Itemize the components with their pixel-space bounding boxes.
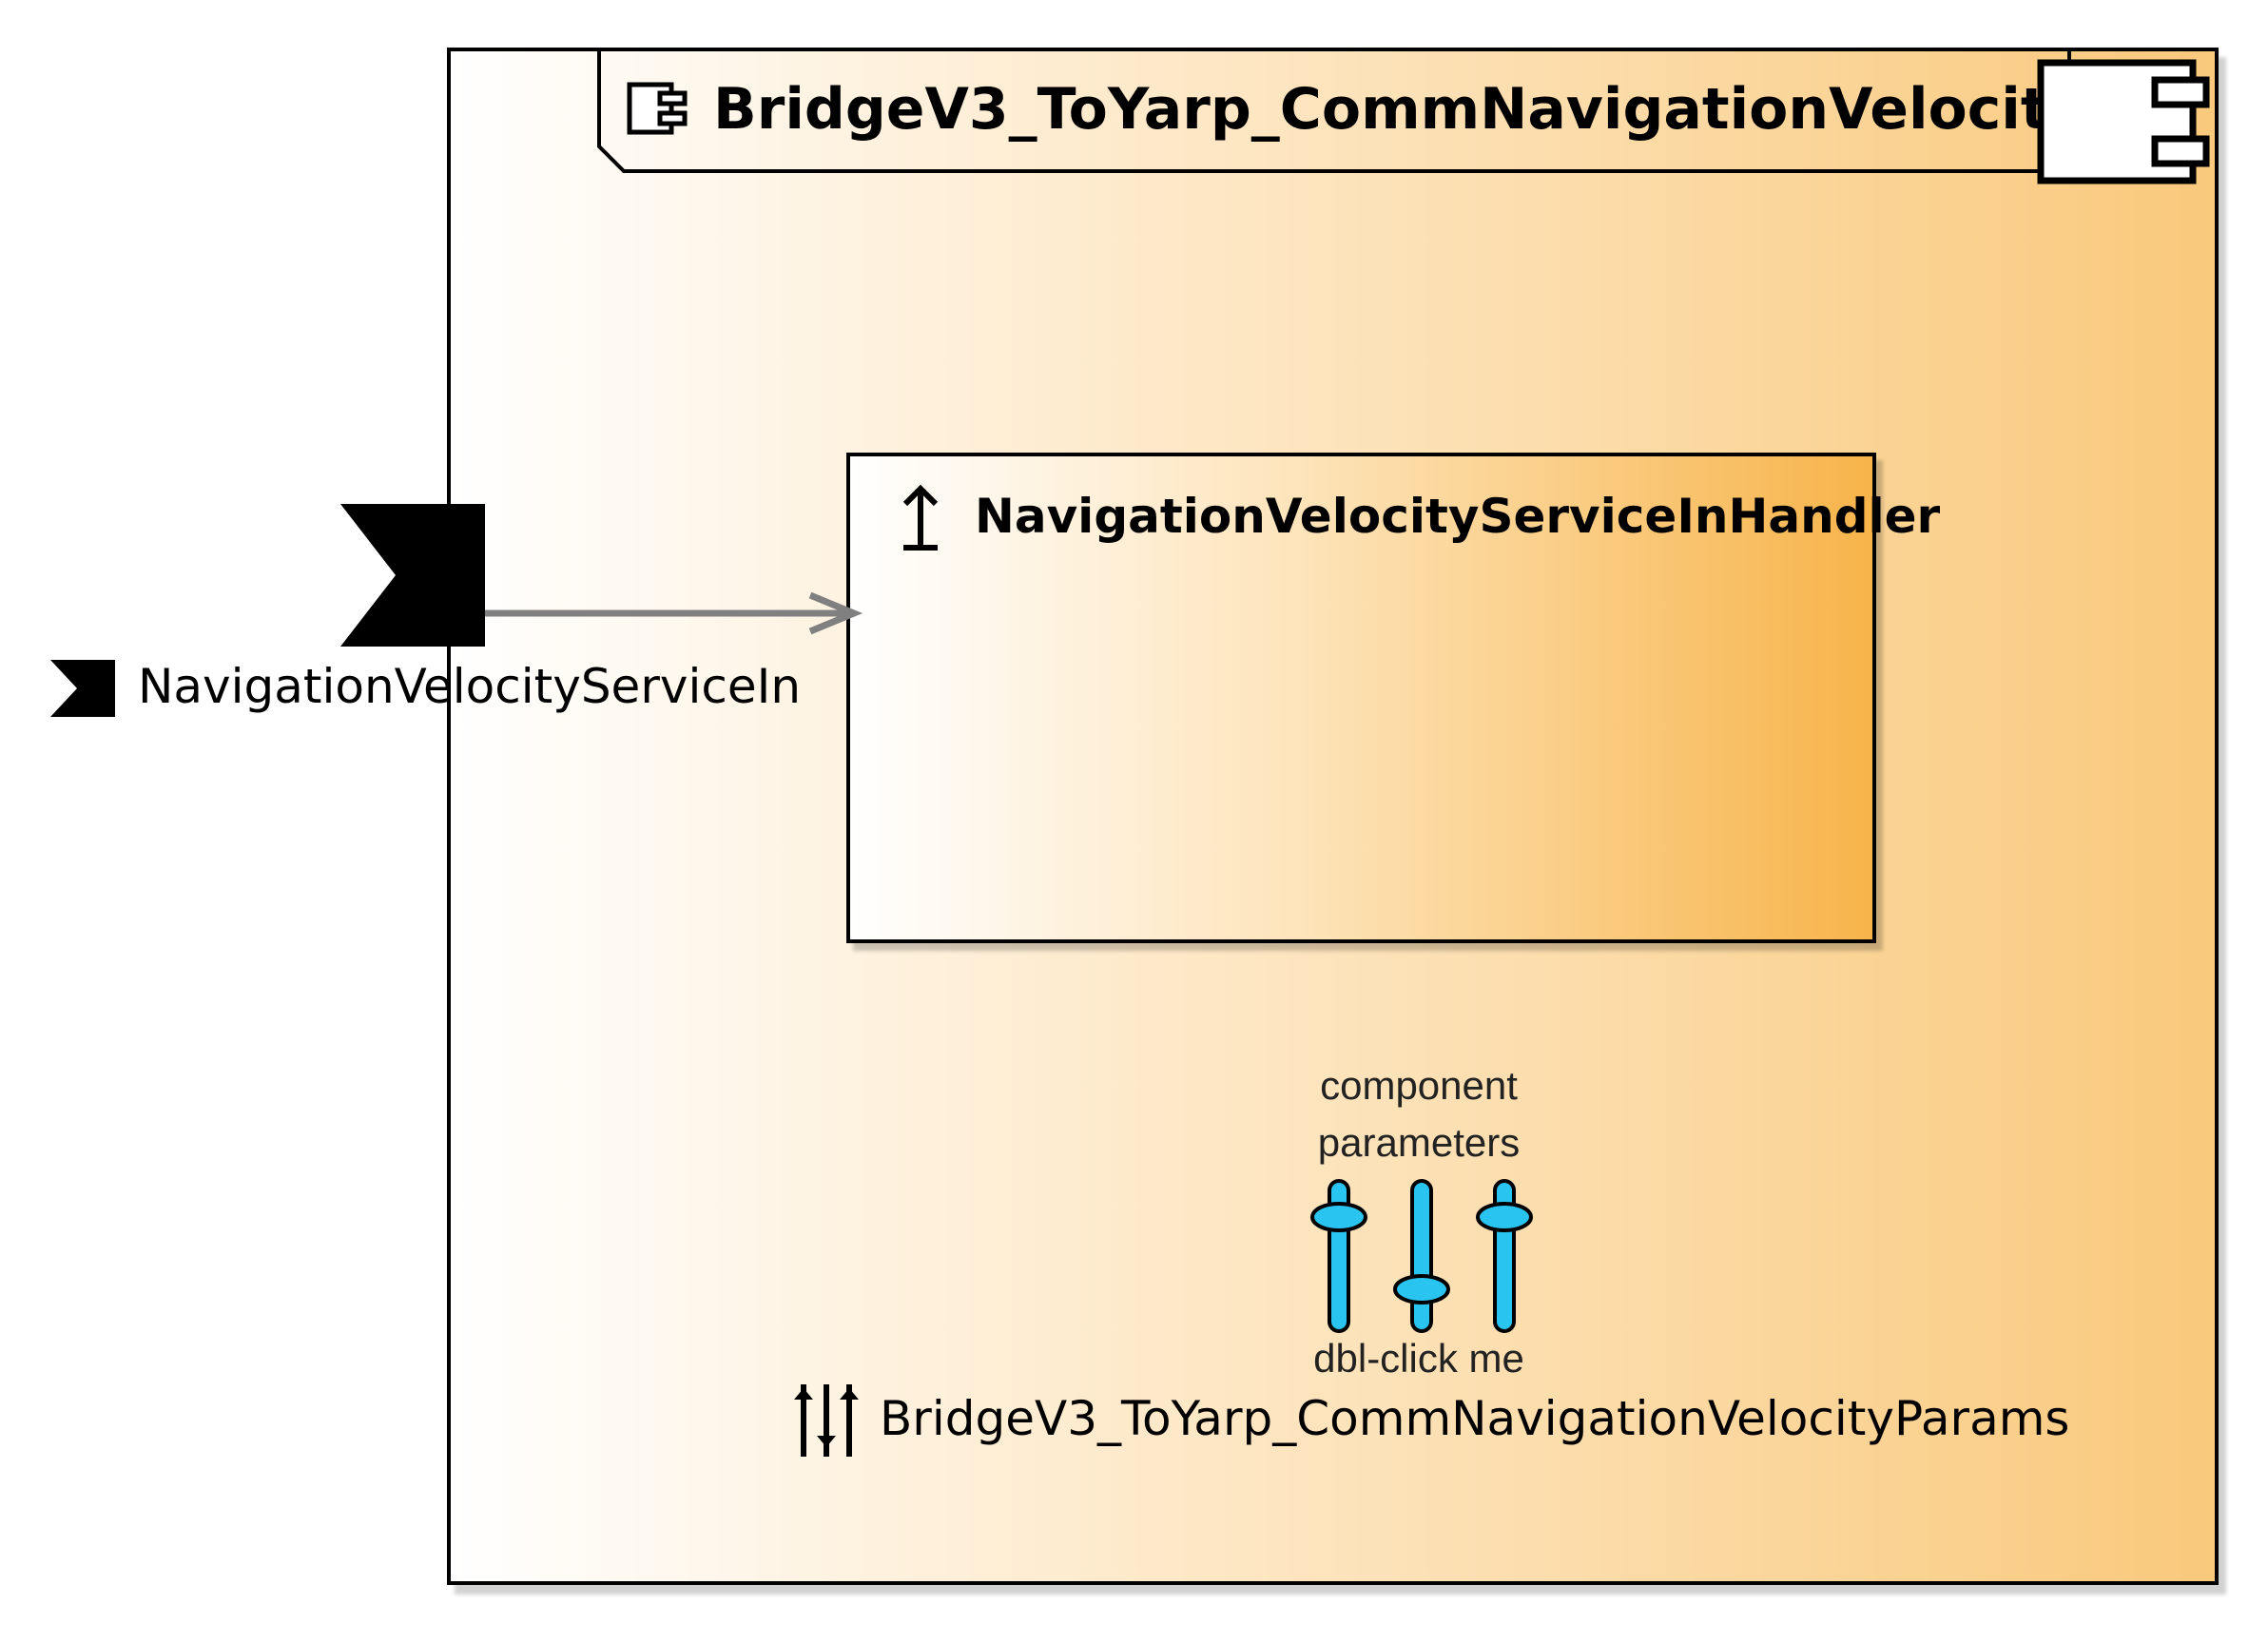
parameters-label: BridgeV3_ToYarp_CommNavigationVelocityPa… — [880, 1391, 2070, 1446]
upcall-handler-icon — [902, 484, 939, 551]
port-connector-arrow[interactable] — [475, 590, 865, 637]
parameters-sliders-icon[interactable] — [1301, 1177, 1539, 1339]
parameters-caption-hint: dbl-click me — [1313, 1336, 1524, 1381]
component-title: BridgeV3_ToYarp_CommNavigationVelocity — [713, 76, 2085, 143]
component-stereotype-icon — [2037, 59, 2210, 184]
parameters-caption-line1: component — [1320, 1063, 1518, 1108]
handler-label: NavigationVelocityServiceInHandler — [975, 489, 1941, 544]
service-in-port-icon — [50, 660, 115, 717]
component-icon — [627, 82, 688, 135]
port-label: NavigationVelocityServiceIn — [138, 659, 802, 714]
parameters-caption-line2: parameters — [1317, 1120, 1521, 1165]
parameters-legend-icon — [794, 1384, 859, 1457]
service-in-port[interactable] — [340, 504, 487, 648]
handler-box[interactable] — [846, 453, 1876, 943]
